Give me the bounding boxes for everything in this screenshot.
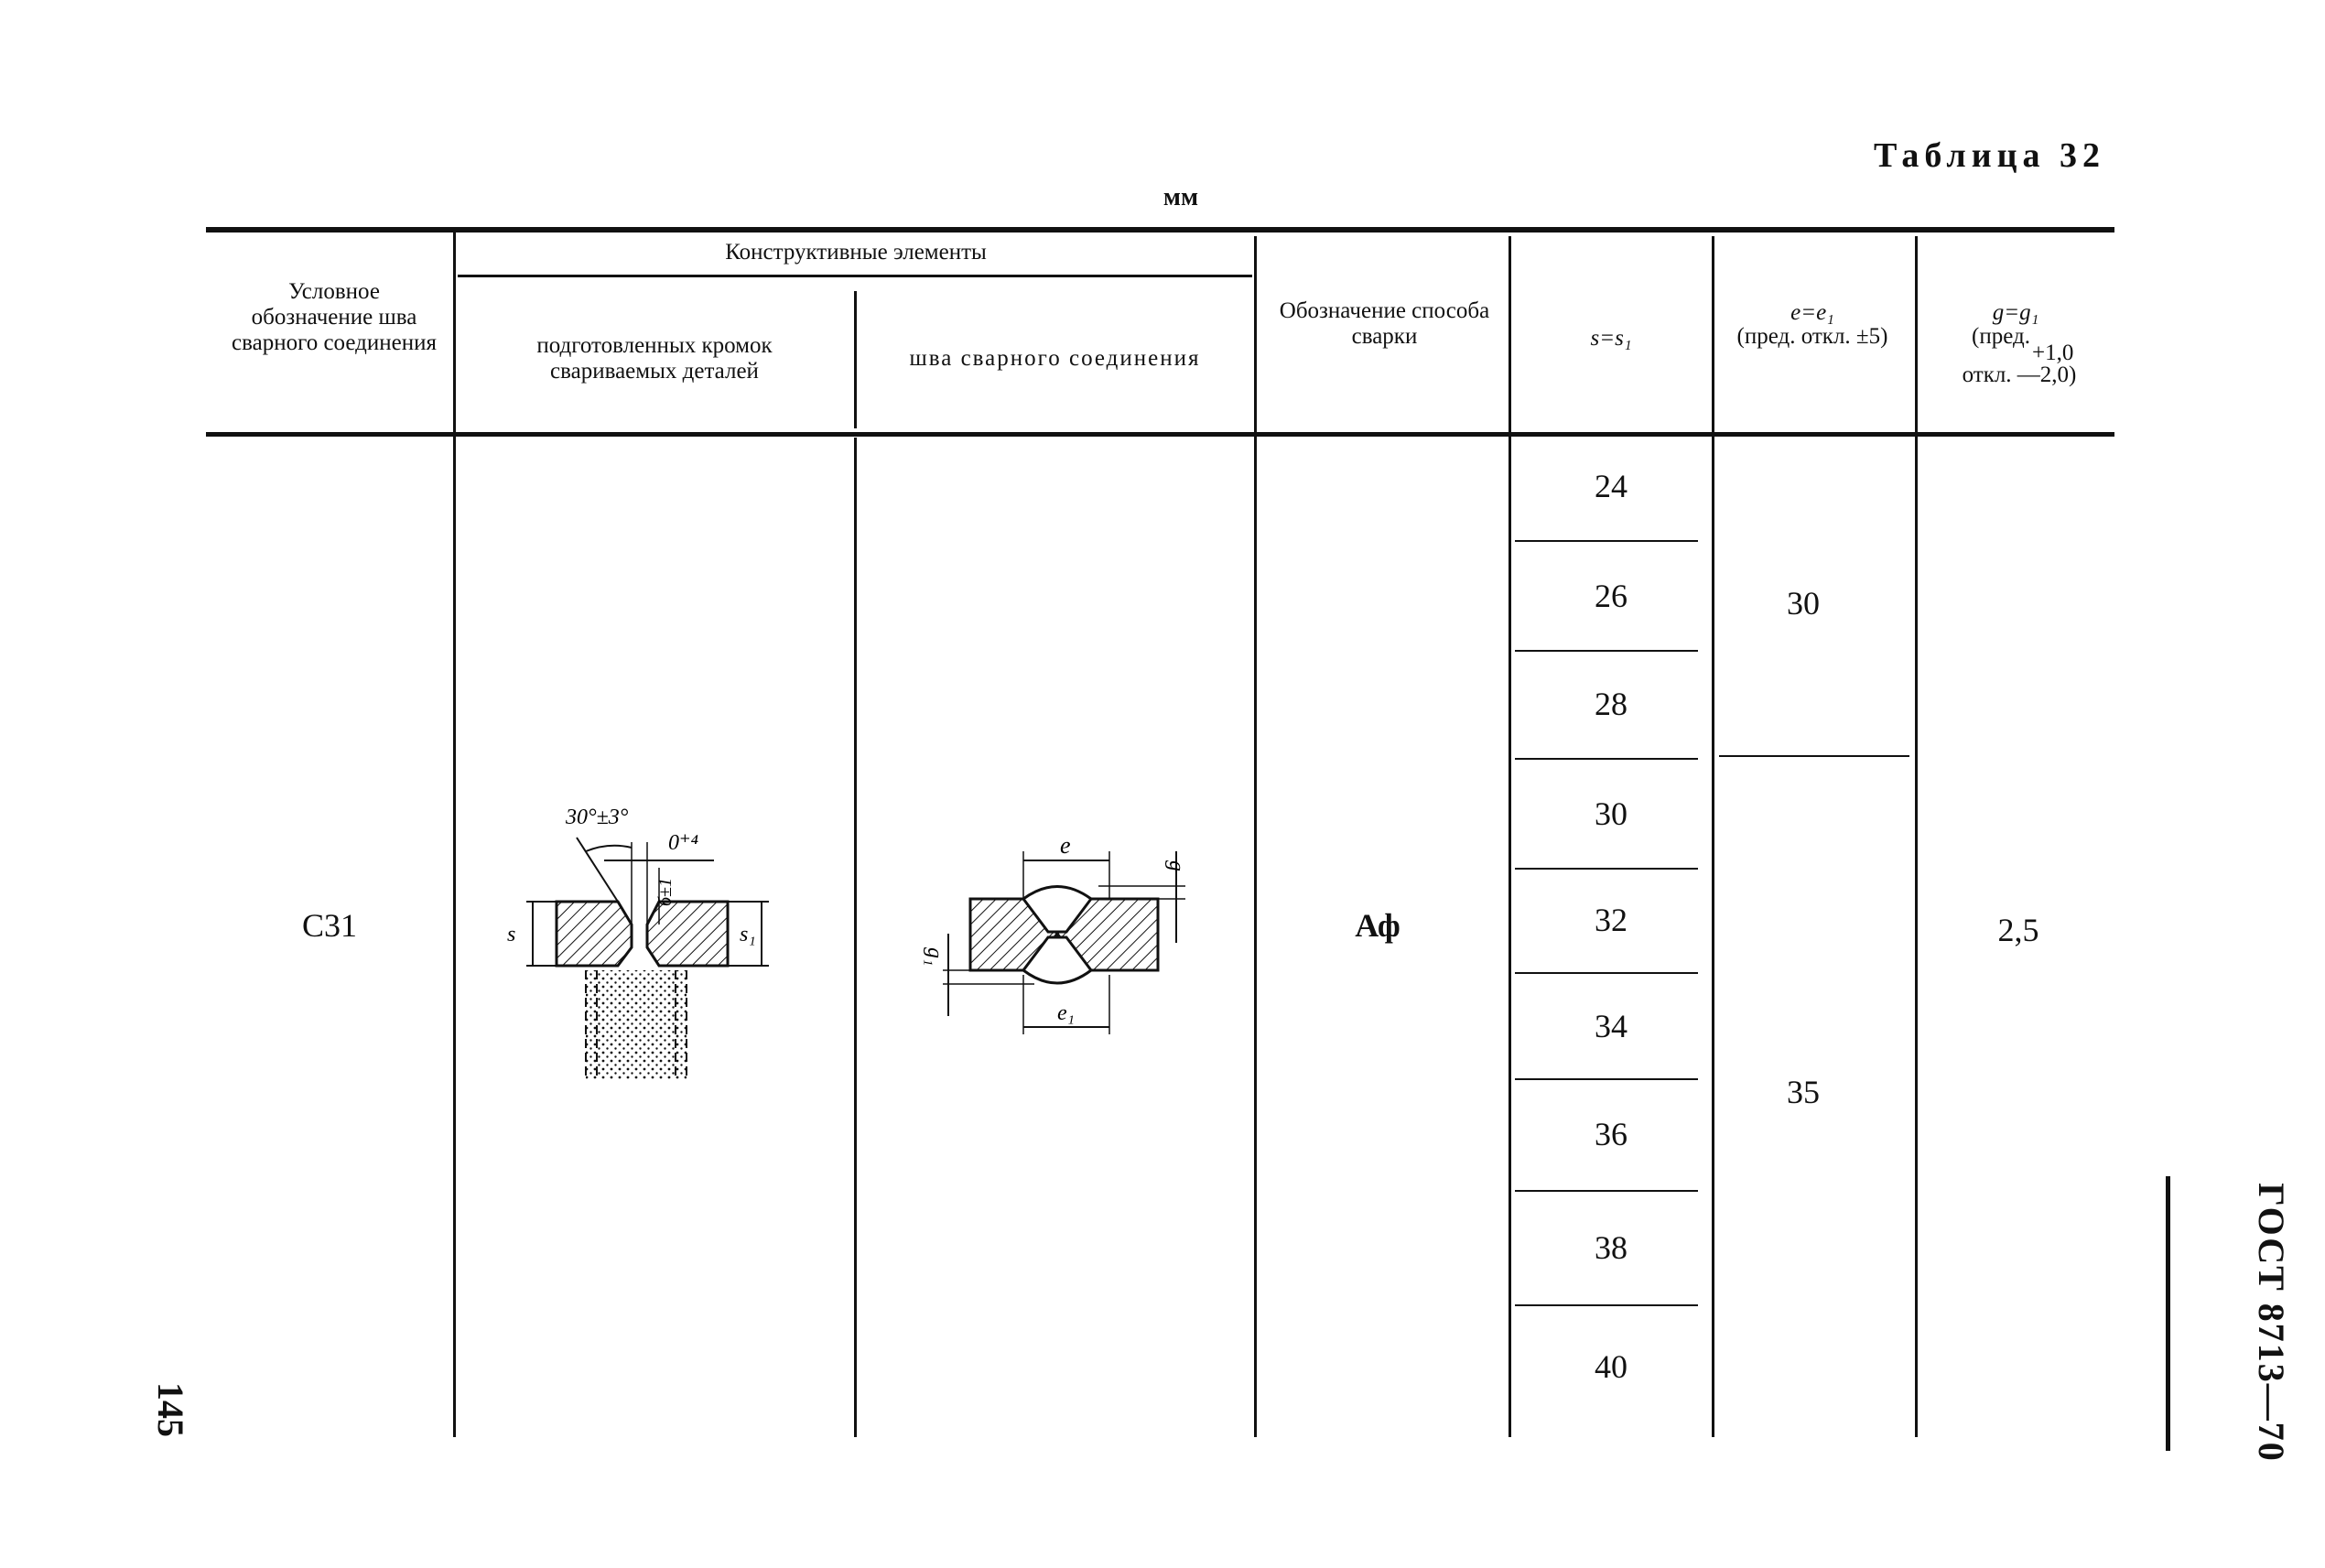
header-welding-method: Обозначение способа сварки (1279, 298, 1490, 349)
e-separator (1719, 755, 1909, 757)
header-g-line2b: +1,0 (2032, 341, 2074, 365)
table-title: Таблица 32 (1873, 136, 2105, 175)
header-weld-seam: шва сварного соединения (909, 346, 1201, 371)
label-e1: e₁ (1057, 1001, 1075, 1025)
header-g-line1: g=g₁ (1992, 300, 2039, 325)
label-s1: s₁ (740, 923, 756, 946)
header-g-line2a: (пред. (1972, 324, 2030, 349)
s-separator (1515, 1078, 1698, 1080)
header-s: s=s₁ (1590, 326, 1632, 351)
label-g1: g₁ (923, 947, 946, 966)
col-divider-2 (854, 291, 857, 428)
e-value-35: 35 (1787, 1074, 1820, 1110)
s-value-30: 30 (1595, 795, 1628, 832)
header-bottom-rule (206, 432, 2114, 437)
s-separator (1515, 758, 1698, 760)
label-gap: 0⁺⁴ (668, 831, 698, 855)
s-separator (1515, 650, 1698, 652)
label-root: б±1 (655, 878, 676, 906)
structural-subrule (458, 275, 1252, 277)
col-divider-1 (453, 229, 456, 1437)
prepared-edges-drawing: s s₁ 0⁺⁴ б±1 30°±3° (507, 806, 769, 1080)
label-angle: 30°±3° (565, 806, 629, 829)
label-s: s (507, 923, 515, 946)
label-e: e (1060, 832, 1071, 859)
col-divider-6 (1915, 236, 1918, 1437)
header-designation: Условное обозначение шва сварного соедин… (232, 279, 437, 355)
s-separator (1515, 972, 1698, 974)
units-label: мм (1162, 183, 1199, 211)
top-rule (206, 227, 2114, 232)
label-g: g (1164, 860, 1188, 871)
designation-value: С31 (301, 907, 357, 944)
method-value: Аф (1355, 907, 1400, 944)
g-value: 2,5 (1997, 912, 2039, 948)
e-value-30: 30 (1787, 585, 1820, 622)
header-prepared-edges: подготовленных кромок свариваемых детале… (536, 333, 773, 384)
s-value-40: 40 (1595, 1348, 1628, 1385)
col-divider-3 (1254, 236, 1257, 1437)
header-g-line3: откл. —2,0) (1962, 362, 2077, 387)
header-e-line2: (пред. откл. ±5) (1736, 324, 1888, 349)
s-separator (1515, 868, 1698, 870)
gost-label: ГОСТ 8713—70 (2251, 1183, 2292, 1463)
col-divider-4 (1509, 236, 1511, 1437)
s-value-38: 38 (1595, 1229, 1628, 1266)
header-e-line1: e=e₁ (1790, 300, 1834, 325)
s-separator (1515, 1190, 1698, 1192)
s-value-32: 32 (1595, 902, 1628, 938)
s-value-28: 28 (1595, 686, 1628, 722)
gost-bar (2166, 1176, 2170, 1451)
s-separator (1515, 1304, 1698, 1306)
col-divider-2b (854, 438, 857, 1437)
col-divider-5 (1712, 236, 1714, 1437)
page-number: 145 (150, 1382, 191, 1437)
s-value-36: 36 (1595, 1116, 1628, 1152)
header-structural: Конструктивные элементы (725, 240, 987, 265)
s-value-34: 34 (1595, 1008, 1628, 1044)
s-value-24: 24 (1595, 468, 1628, 504)
weld-seam-drawing: e e₁ g g₁ (923, 832, 1188, 1034)
s-separator (1515, 540, 1698, 542)
s-value-26: 26 (1595, 578, 1628, 614)
